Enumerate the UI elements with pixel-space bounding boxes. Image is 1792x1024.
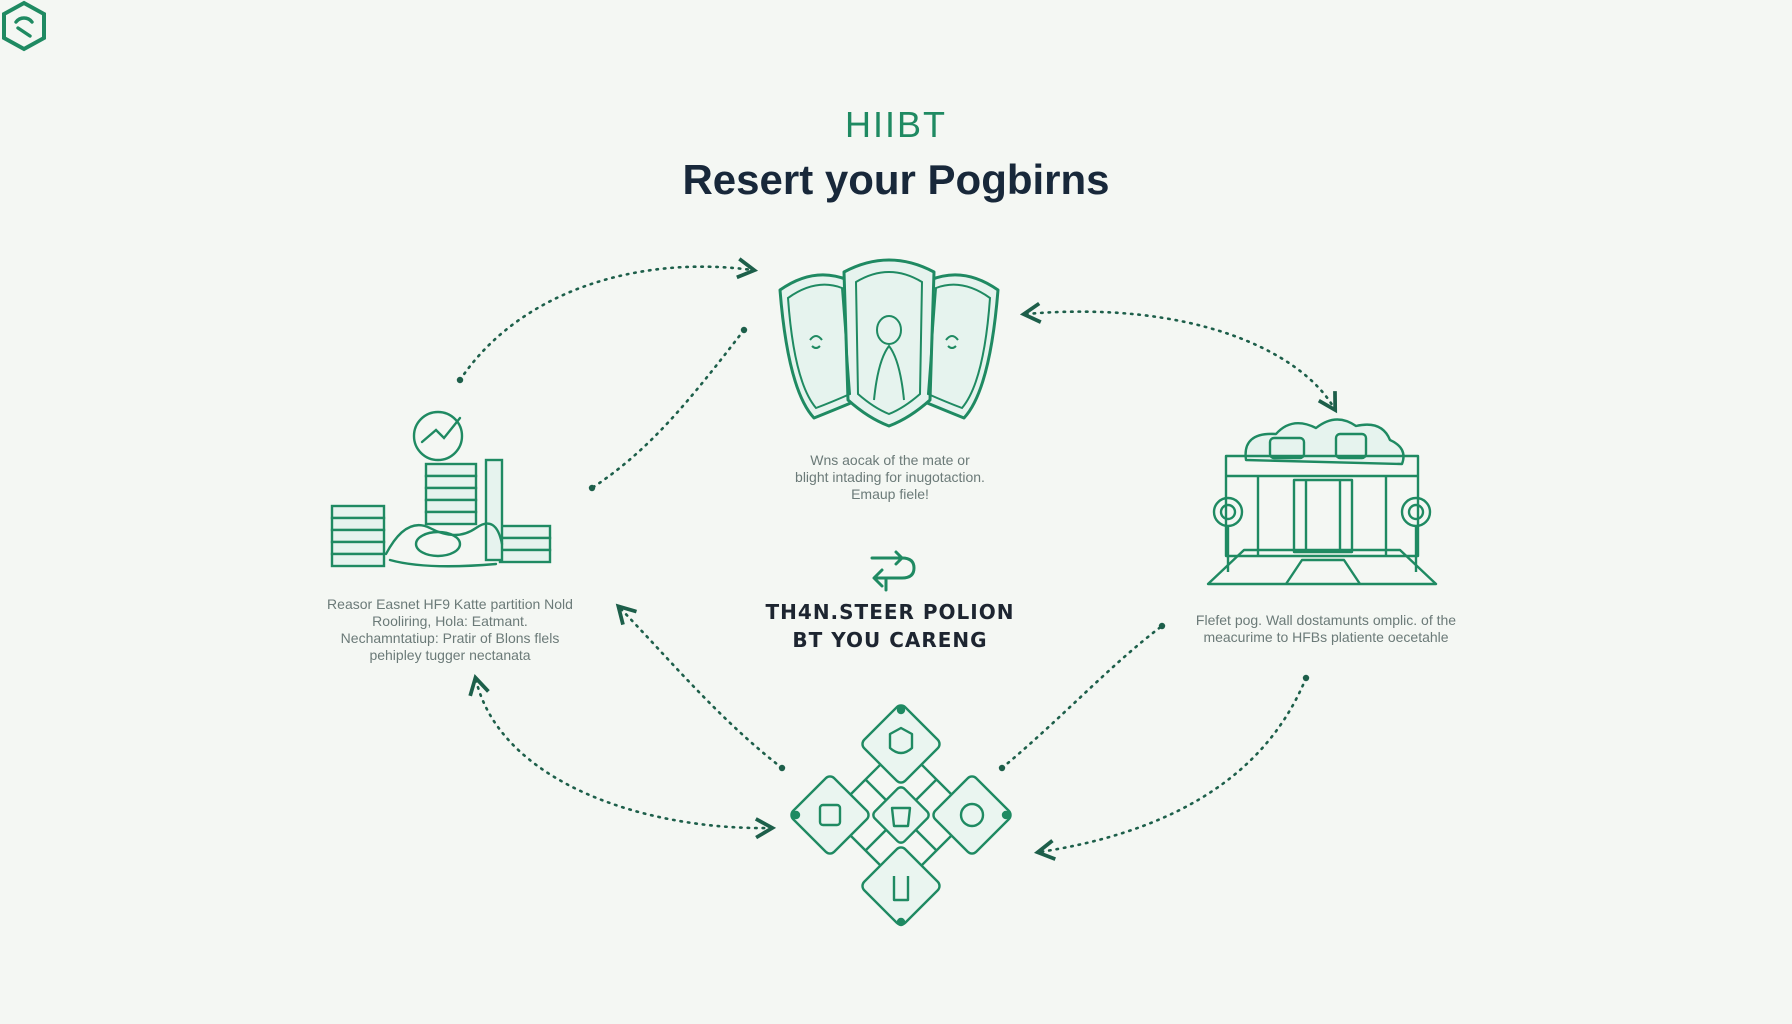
hexagon-logo-icon <box>1 0 46 52</box>
arrow-right-to-bottom <box>1033 676 1308 861</box>
caption-line: Emaup fiele! <box>851 486 929 502</box>
left-node-caption: Reasor Easnet HF9 Katte partition Nold R… <box>310 596 590 664</box>
coin-stacks-chart-icon <box>330 410 552 568</box>
arrow-bottom-to-right <box>1000 624 1164 770</box>
caption-line: blight intading for inugotaction. <box>795 469 985 485</box>
center-label-line: TH4N.STEER POLION <box>765 600 1015 624</box>
arrow-top-to-left <box>590 328 746 490</box>
arrow-top-right-bidirectional <box>1019 301 1338 414</box>
brand-name: HIIBT <box>844 104 947 145</box>
caption-line: Rooliring, Hola: Eatmant. <box>372 613 528 629</box>
arrow-left-to-top <box>458 257 759 382</box>
arrow-bottom-left-bidirectional <box>468 674 777 840</box>
arrow-bottom-to-center-left <box>615 603 784 770</box>
cycle-arrow-icon <box>870 550 916 592</box>
caption-line: Nechamntatiup: Pratir of Blons flels <box>340 630 560 646</box>
diamond-network-icon <box>790 704 1012 927</box>
right-node-caption: Flefet pog. Wall dostamunts omplic. of t… <box>1176 612 1476 646</box>
caption-line: Wns aocak of the mate or <box>810 452 970 468</box>
top-node-caption: Wns aocak of the mate or blight intading… <box>760 452 1020 503</box>
center-label: TH4N.STEER POLION BT YOU CARENG <box>740 598 1040 654</box>
caption-line: meacurime to HFBs platiente oecetahle <box>1203 629 1449 645</box>
bank-building-icon <box>1206 418 1438 586</box>
caption-line: pehipley tugger nectanata <box>369 647 531 663</box>
caption-line: Flefet pog. Wall dostamunts omplic. of t… <box>1195 612 1457 628</box>
center-label-line: BT YOU CARENG <box>792 628 988 652</box>
caption-line: Reasor Easnet HF9 Katte partition Nold <box>327 596 573 612</box>
triple-shield-icon <box>778 258 1000 428</box>
page-title: Resert your Pogbirns <box>682 156 1110 203</box>
